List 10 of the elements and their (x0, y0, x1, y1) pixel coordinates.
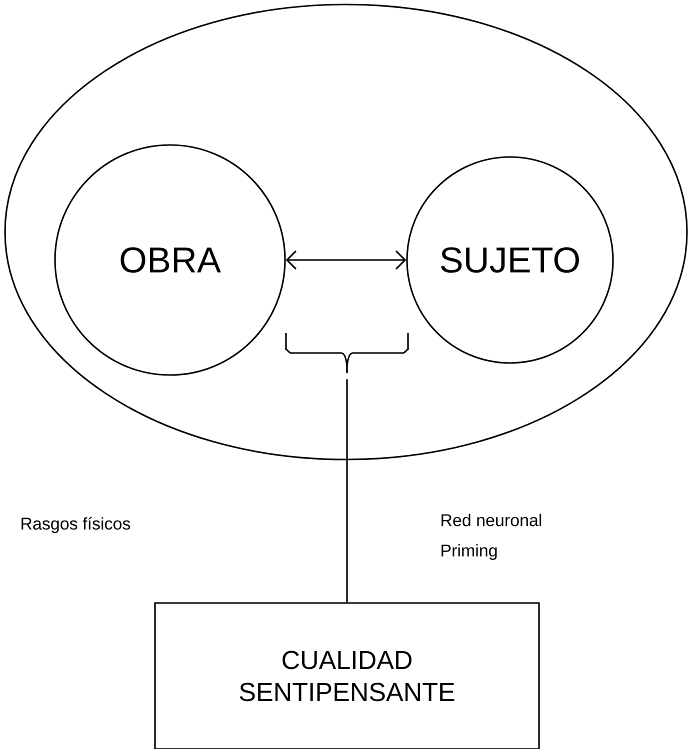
circle-node: OBRA (54, 144, 286, 376)
double-arrow (286, 250, 406, 270)
circle-node: SUJETO (406, 156, 614, 364)
side-label: Priming (442, 544, 497, 560)
ellipse-outline (4, 4, 688, 460)
curly-brace (285, 333, 409, 373)
side-label: Red neuronal (442, 514, 542, 526)
side-label: Rasgos físicos (22, 516, 130, 534)
connector-line (346, 379, 348, 602)
process-box: CUALIDAD SENTIPENSANTE (154, 602, 540, 749)
